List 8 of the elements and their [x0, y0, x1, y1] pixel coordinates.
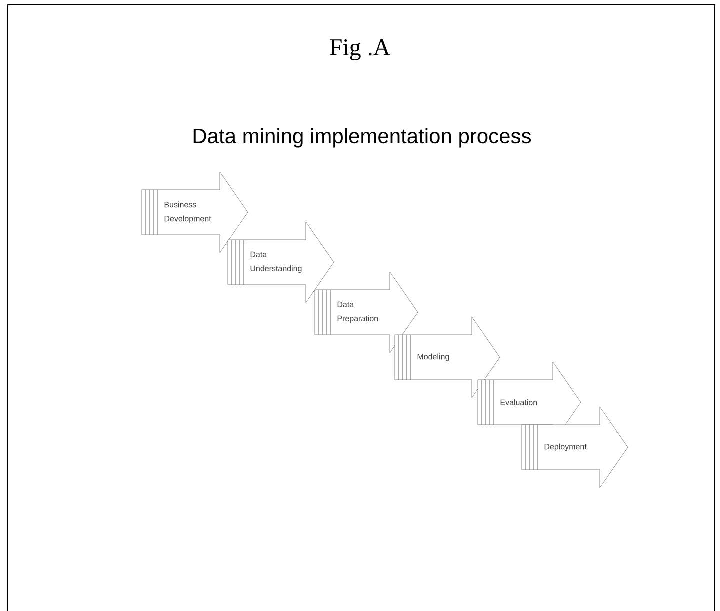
figure-label: Fig .A	[330, 39, 390, 61]
process-step: Evaluation	[478, 362, 582, 444]
process-step: Business Development	[142, 172, 248, 254]
process-step: Modeling	[394, 316, 500, 398]
process-step: Data Understanding	[228, 222, 334, 304]
process-step: Data Preparation	[314, 272, 418, 354]
title: Data mining implementation process	[194, 128, 531, 148]
process-step: Deployment	[522, 406, 628, 488]
